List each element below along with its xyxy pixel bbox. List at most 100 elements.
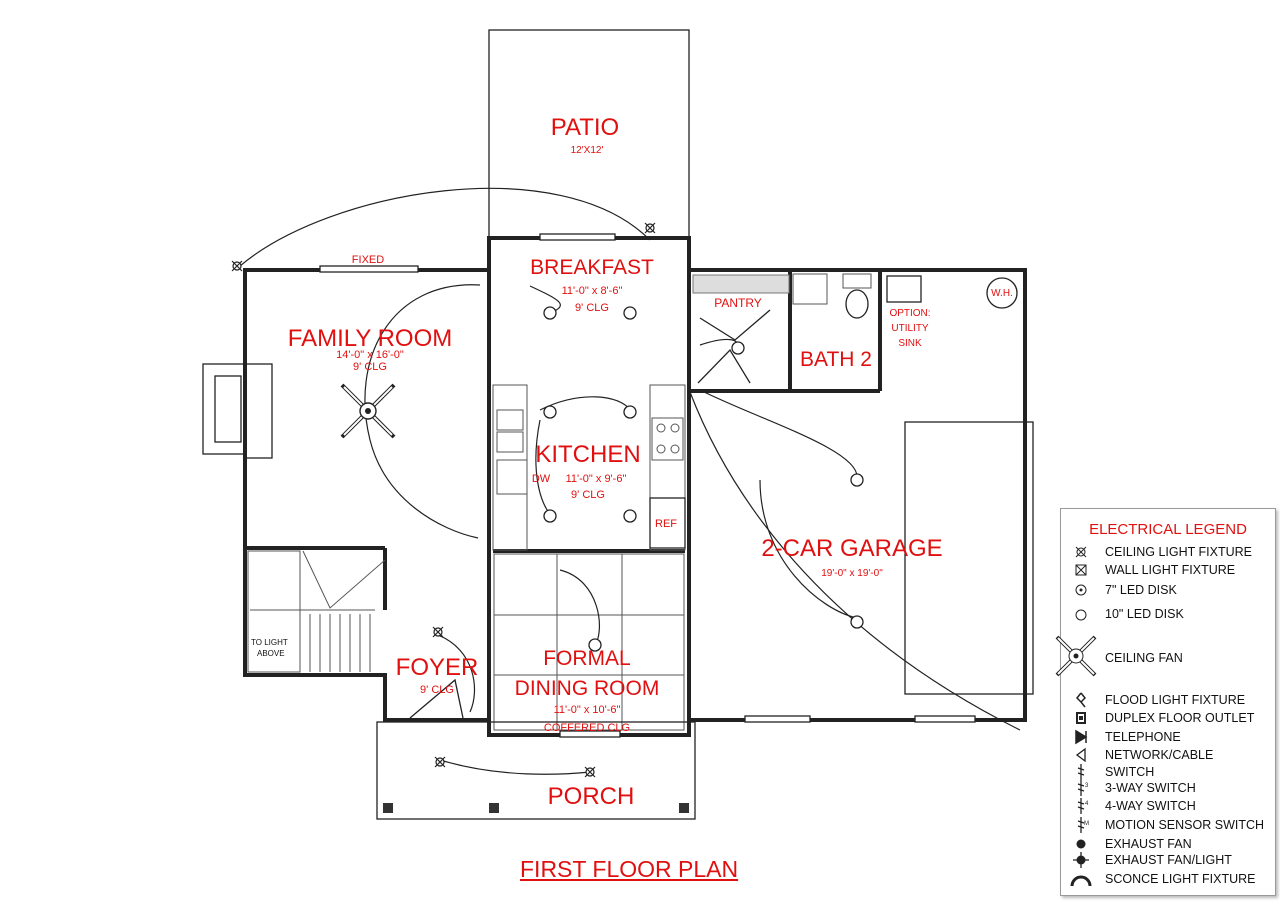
ceiling-fan-icon (1055, 635, 1097, 677)
legend-label: WALL LIGHT FIXTURE (1105, 563, 1236, 577)
exhaust-fan-icon (1076, 839, 1086, 849)
legend-title: ELECTRICAL LEGEND (1089, 521, 1247, 538)
family-room-clg: 9' CLG (353, 361, 387, 373)
flood-light-icon (1075, 692, 1087, 708)
breakfast-dim: 11'-0" x 8'-6" (562, 285, 623, 297)
legend-row: CEILING FAN (1055, 635, 1275, 683)
legend-label: FLOOD LIGHT FIXTURE (1105, 693, 1246, 707)
dishwasher-label: DW (532, 473, 551, 485)
family-room-dim: 14'-0" x 16'-0" (336, 349, 404, 361)
legend-label: 7" LED DISK (1105, 583, 1177, 597)
porch (376, 721, 696, 820)
utility-line3: SINK (898, 338, 922, 349)
kitchen-label: KITCHEN (535, 441, 640, 468)
legend-label: SWITCH (1105, 765, 1155, 779)
led-disk-7-icon (1075, 584, 1087, 596)
dining-label-2: DINING ROOM (515, 677, 660, 700)
legend-label: CEILING LIGHT FIXTURE (1105, 545, 1253, 559)
legend-row: EXHAUST FAN/LIGHT (1061, 851, 1275, 869)
breakfast-clg: 9' CLG (575, 302, 609, 314)
dining-clg: COFFERED CLG (544, 722, 630, 734)
water-heater (986, 277, 1018, 309)
legend-row: EXHAUST FAN (1061, 835, 1275, 853)
legend-row: 10" LED DISK (1061, 605, 1275, 623)
utility-line2: UTILITY (891, 323, 929, 334)
porch-label: PORCH (548, 783, 635, 810)
legend-row: DUPLEX FLOOR OUTLET (1061, 709, 1275, 727)
legend-row: 3 3-WAY SWITCH (1061, 779, 1275, 797)
bath2-label: BATH 2 (800, 348, 872, 371)
svg-text:M: M (1084, 821, 1089, 827)
legend-label: TELEPHONE (1105, 730, 1181, 744)
three-way-switch-icon: 3 (1077, 780, 1089, 796)
pantry-label: PANTRY (714, 296, 762, 310)
fireplace (202, 363, 273, 459)
to-light-note-1: TO LIGHT (251, 638, 288, 647)
utility-line1: OPTION: (889, 308, 930, 319)
legend-row: M MOTION SENSOR SWITCH (1061, 816, 1275, 834)
dining-label-1: FORMAL (543, 647, 631, 670)
pantry-shelf (692, 274, 790, 294)
legend-row: CEILING LIGHT FIXTURE (1061, 543, 1275, 561)
legend-label: CEILING FAN (1105, 651, 1183, 665)
legend-row: 4 4-WAY SWITCH (1061, 797, 1275, 815)
legend-label: 10" LED DISK (1105, 607, 1184, 621)
svg-text:3: 3 (1085, 783, 1089, 789)
utility-sink (886, 275, 922, 303)
legend-row: SCONCE LIGHT FIXTURE (1061, 870, 1275, 888)
legend-row: SWITCH (1061, 763, 1275, 781)
garage-dim: 19'-0" x 19'-0" (821, 568, 883, 579)
foyer-clg: 9' CLG (420, 684, 454, 696)
legend-label: 4-WAY SWITCH (1105, 799, 1196, 813)
sconce-light-icon (1070, 875, 1092, 887)
switch-icon (1077, 764, 1085, 780)
garage-door (904, 421, 1034, 695)
legend-label: MOTION SENSOR SWITCH (1105, 818, 1265, 832)
legend-label: SCONCE LIGHT FIXTURE (1105, 872, 1256, 886)
bath-fixtures (792, 273, 872, 319)
legend-row: WALL LIGHT FIXTURE (1061, 561, 1275, 579)
foyer-label: FOYER (396, 654, 479, 681)
floor-outlet-icon (1076, 712, 1086, 724)
led-disk-10-icon (1075, 609, 1087, 621)
svg-text:4: 4 (1085, 801, 1089, 807)
fixed-window-label: FIXED (352, 254, 384, 266)
plan-title: FIRST FLOOR PLAN (520, 856, 739, 882)
to-light-note-2: ABOVE (257, 649, 285, 658)
legend-row: NETWORK/CABLE (1061, 746, 1275, 764)
family-room-label: FAMILY ROOM (288, 325, 452, 352)
wall-light-icon (1075, 564, 1087, 576)
legend-label: NETWORK/CABLE (1105, 748, 1214, 762)
network-cable-icon (1075, 747, 1086, 763)
legend-label: EXHAUST FAN/LIGHT (1105, 853, 1232, 867)
kitchen-dim: 11'-0" x 9'-6" (566, 473, 627, 485)
door-swings-and-circuits (239, 187, 1021, 775)
motion-sensor-switch-icon: M (1077, 817, 1089, 833)
dining-dim: 11'-0" x 10'-6" (554, 704, 621, 716)
patio-dim: 12'X12' (571, 145, 604, 156)
ceiling-light-icon (1075, 546, 1087, 558)
breakfast-label: BREAKFAST (530, 256, 654, 279)
interior-walls (245, 238, 882, 735)
legend-row: FLOOD LIGHT FIXTURE (1061, 691, 1275, 709)
legend-label: 3-WAY SWITCH (1105, 781, 1196, 795)
ceiling-fan-icon (340, 383, 396, 439)
legend-label: EXHAUST FAN (1105, 837, 1192, 851)
coffered-ceiling-grid (493, 553, 685, 731)
legend-row: 7" LED DISK (1061, 581, 1275, 599)
kitchen-counters (492, 384, 686, 551)
telephone-icon (1075, 729, 1088, 745)
patio-label: PATIO (551, 114, 619, 141)
garage-label: 2-CAR GARAGE (761, 535, 942, 562)
legend-label: DUPLEX FLOOR OUTLET (1105, 711, 1255, 725)
electrical-legend: ELECTRICAL LEGEND CEILING LIGHT FIXTURE … (1055, 508, 1276, 896)
refrigerator-label: REF (655, 518, 677, 530)
kitchen-clg: 9' CLG (571, 489, 605, 501)
exhaust-fan-light-icon (1073, 852, 1089, 868)
staircase (247, 550, 386, 673)
windows (319, 233, 976, 738)
legend-row: TELEPHONE (1061, 728, 1275, 746)
water-heater-label: W.H. (991, 288, 1013, 299)
four-way-switch-icon: 4 (1077, 798, 1089, 814)
